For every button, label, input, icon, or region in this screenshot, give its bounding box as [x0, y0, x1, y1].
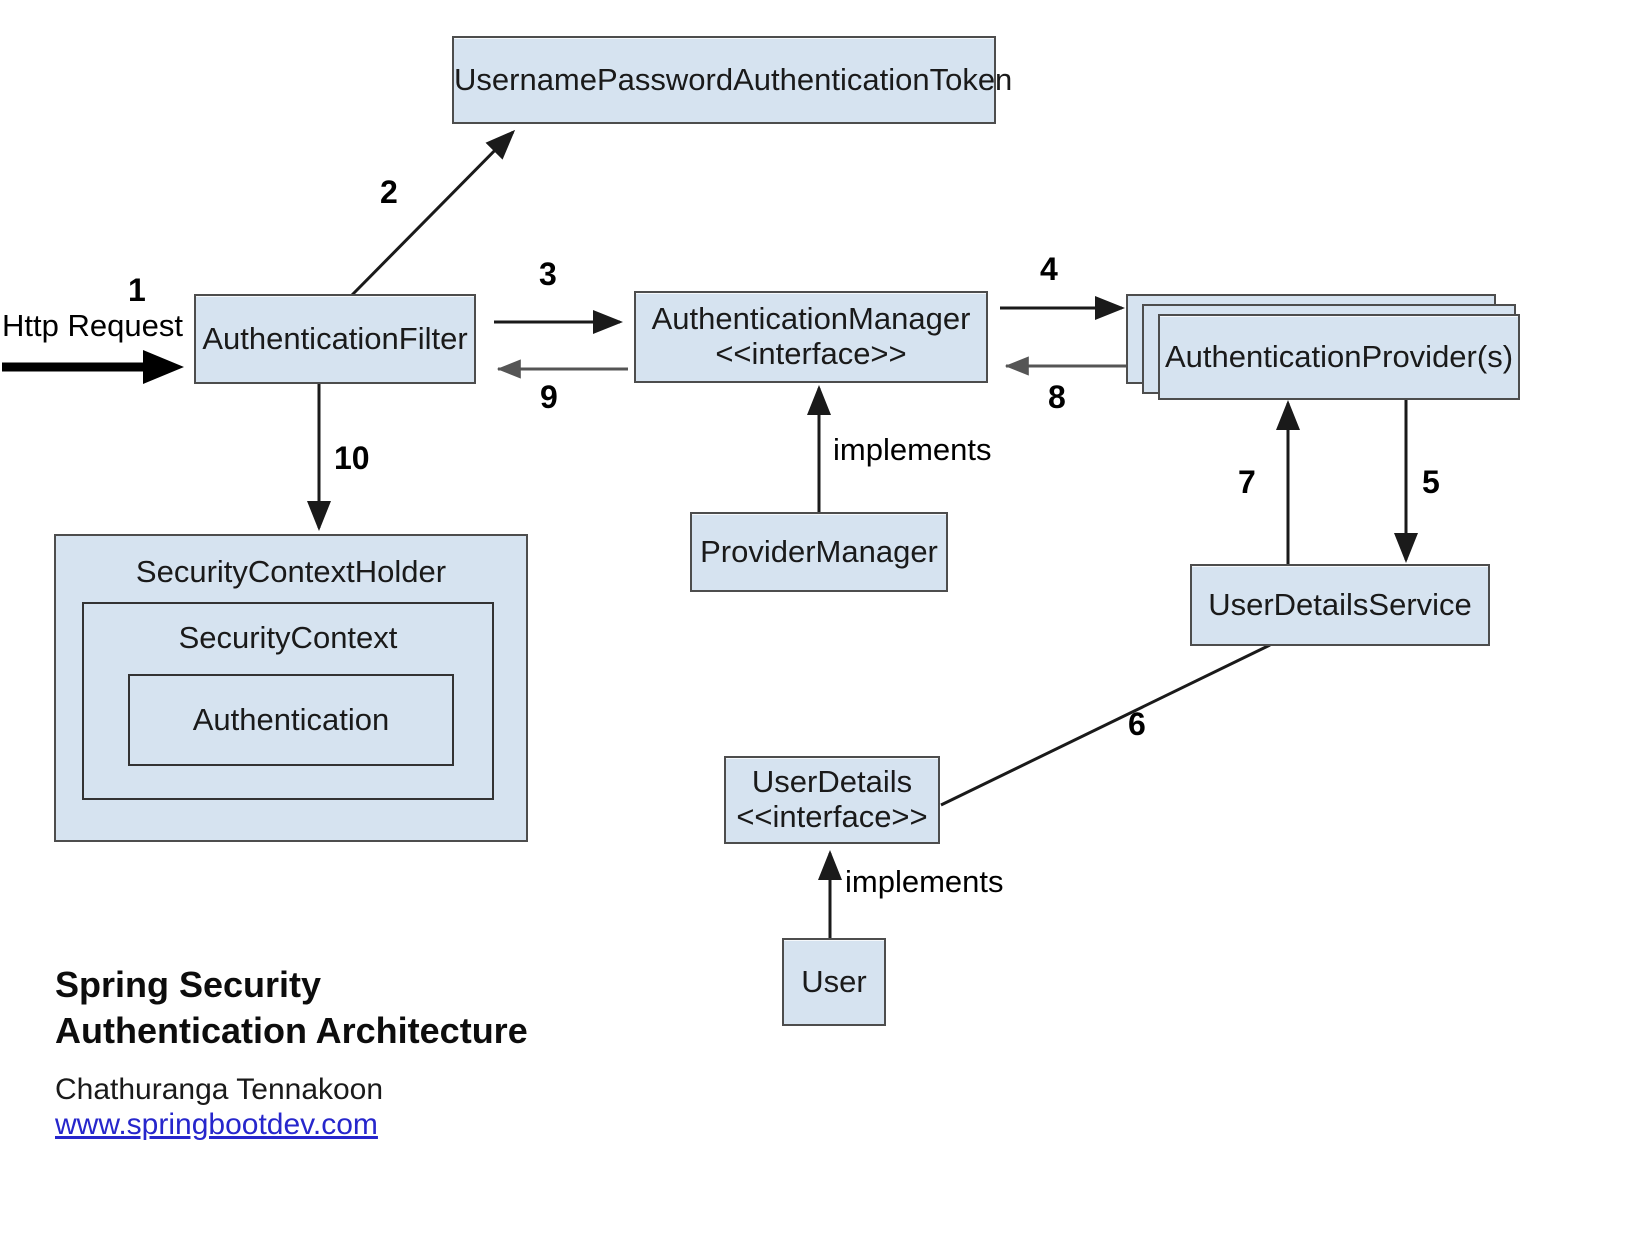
node-label: ProviderManager [700, 533, 938, 569]
edge-number-2: 2 [380, 174, 398, 210]
edge-number-7: 7 [1238, 464, 1256, 500]
node-authentication[interactable]: Authentication [128, 674, 454, 766]
edge-number-3: 3 [539, 256, 557, 292]
node-label: AuthenticationFilter [202, 320, 468, 356]
http-request-label: Http Request [2, 308, 183, 343]
node-stereotype: <<interface>> [736, 799, 928, 834]
node-authentication-manager[interactable]: AuthenticationManager <<interface>> [634, 291, 988, 383]
node-label: UserDetails [751, 764, 913, 800]
edge-number-9: 9 [540, 379, 558, 415]
edge-number-5: 5 [1422, 464, 1440, 500]
user-implements-label: implements [845, 864, 1004, 899]
node-authentication-filter[interactable]: AuthenticationFilter [194, 294, 476, 384]
edge-number-8: 8 [1048, 379, 1066, 415]
node-stereotype: <<interface>> [715, 336, 907, 371]
node-label: User [801, 963, 867, 999]
authentication-label: Authentication [192, 702, 390, 737]
caption-title-line2: Authentication Architecture [55, 1010, 528, 1051]
edge-http-request [2, 350, 184, 384]
edge-number-4: 4 [1040, 251, 1058, 287]
node-username-password-authentication-token[interactable]: UsernamePasswordAuthenticationToken [452, 36, 1013, 124]
node-authentication-provider[interactable]: AuthenticationProvider(s) [1158, 314, 1520, 400]
edge-2-filter-to-token [350, 129, 516, 297]
edge-number-6: 6 [1128, 706, 1146, 742]
node-label: AuthenticationProvider(s) [1164, 338, 1514, 374]
caption-author: Chathuranga Tennakoon [55, 1073, 384, 1106]
node-label: AuthenticationManager [651, 301, 971, 337]
node-label: UsernamePasswordAuthenticationToken [454, 61, 1013, 97]
caption-title-line1: Spring Security [55, 964, 322, 1005]
node-security-context[interactable]: SecurityContext Authentication [82, 602, 494, 800]
security-context-holder-label: SecurityContextHolder [135, 554, 447, 589]
edge-number-1: 1 [128, 272, 146, 308]
node-user-details[interactable]: UserDetails <<interface>> [724, 756, 940, 844]
edge-number-10: 10 [334, 440, 370, 476]
edge-6-uds-to-userdetails [940, 643, 1271, 807]
node-user[interactable]: User [782, 938, 886, 1026]
node-user-details-service[interactable]: UserDetailsService [1190, 564, 1490, 646]
caption-website-link[interactable]: www.springbootdev.com [55, 1108, 378, 1141]
security-context-label: SecurityContext [178, 620, 398, 655]
provider-manager-implements-label: implements [833, 432, 992, 467]
node-provider-manager[interactable]: ProviderManager [690, 512, 948, 592]
node-label: UserDetailsService [1208, 586, 1472, 622]
node-security-context-holder[interactable]: SecurityContextHolder SecurityContext Au… [54, 534, 528, 842]
